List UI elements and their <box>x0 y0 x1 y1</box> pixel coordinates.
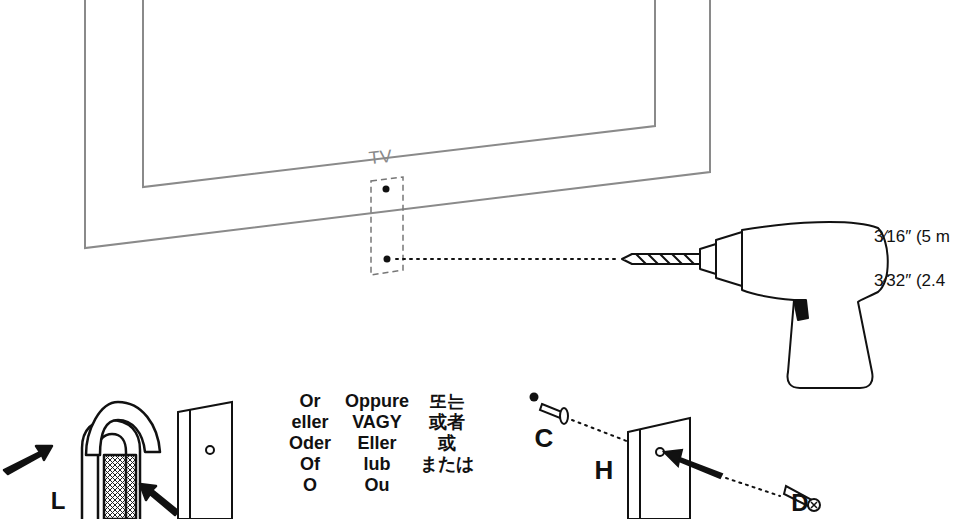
part-letter: C <box>535 424 554 453</box>
part-letter: D <box>791 490 808 516</box>
drill-point <box>384 256 391 263</box>
dimension: 3⁄32″ (2.4 <box>874 272 945 291</box>
word-or: Ou <box>365 476 390 496</box>
drill-line <box>396 258 618 260</box>
word-or: または <box>420 455 474 475</box>
word-or: 또는 <box>429 392 465 412</box>
word-or: Oder <box>289 434 331 454</box>
word-or: Or <box>299 392 320 412</box>
bracket-h <box>628 418 690 519</box>
part-letter: L <box>51 488 66 514</box>
bracket-l <box>4 402 178 519</box>
word-or: Of <box>300 455 320 475</box>
bracket-outline <box>371 177 403 275</box>
word-or: 或者 <box>429 413 465 433</box>
word-or: Eller <box>357 434 396 454</box>
word-or: O <box>303 476 317 496</box>
dimension: 3⁄16″ (5 m <box>874 228 950 247</box>
screw-c <box>540 404 568 424</box>
bracket-plate <box>178 402 232 519</box>
drill-point <box>383 186 390 193</box>
part-letter: H <box>595 456 614 485</box>
word-or: VAGY <box>352 413 402 433</box>
arrow <box>664 450 722 478</box>
word-or: eller <box>291 413 328 433</box>
word-or: lub <box>364 455 391 475</box>
drill <box>622 222 888 388</box>
leader-line <box>726 478 780 496</box>
word-or: Oppure <box>345 392 409 412</box>
dot <box>530 393 539 402</box>
tv-label: TV <box>369 147 394 169</box>
tv-outline <box>85 0 710 248</box>
word-or: 或 <box>438 434 456 454</box>
